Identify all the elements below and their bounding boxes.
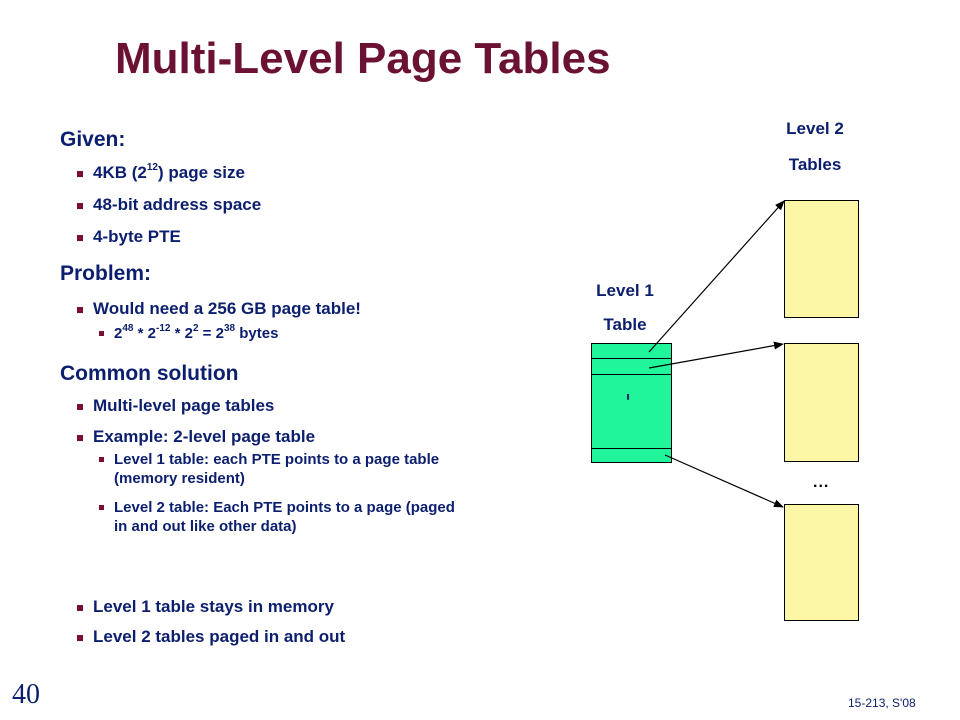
solution-level1-stays: Level 1 table stays in memory [77,597,334,616]
given-heading: Given: [60,128,126,151]
arrow-to-level2-table-2 [648,341,784,369]
given-item-address-space: 48-bit address space [76,195,262,214]
calc-exp-4: 38 [223,323,236,334]
slide-title: Multi-Level Page Tables [115,34,611,83]
problem-calculation: 248 * 2-12 * 22 = 238 bytes [98,323,279,343]
arrow-to-level2-table-1 [648,200,785,353]
level1-table-row-divider [592,448,671,449]
page-size-exponent: 12 [146,162,158,174]
level2-label-line-2: Tables [788,155,842,174]
level2-tables-ellipsis: ... [813,474,830,491]
level1-table-row-divider [592,358,671,359]
calc-term-1: * 2 [133,325,156,342]
solution-level2-item: Level 2 table: Each PTE points to a page… [99,498,455,536]
solution-multi-level: Multi-level page tables [76,396,275,415]
calc-exp-1: 48 [122,323,134,334]
calc-term-2: * 2 [170,325,193,342]
level2-table-1 [784,200,859,318]
calc-base: 2 [114,325,123,342]
solution-level2-paged: Level 2 tables paged in and out [76,627,346,646]
level1-line-1: Level 1 table: each PTE points to a page… [114,451,440,468]
level1-table-row-divider [592,374,671,375]
page-size-text: 4KB (2 [93,163,147,182]
given-item-pte-size: 4-byte PTE [77,227,181,246]
level2-label-line-1: Level 2 [786,119,844,138]
course-label: 15-213, S'08 [848,696,916,710]
level1-label-line-2: Table [603,315,647,334]
level1-label-line-1: Level 1 [596,281,654,300]
solution-example: Example: 2-level page table [76,427,316,446]
level2-table-3 [784,504,859,621]
calc-term-3: = 2 [198,325,224,342]
page-number: 40 [12,679,40,710]
level2-line-1: Level 2 table: Each PTE points to a page… [114,499,455,516]
calc-exp-2: -12 [155,323,171,334]
level1-table-ellipsis: ... [624,393,640,399]
calc-term-4: bytes [235,325,279,342]
level2-table-2 [784,343,859,462]
level1-table [591,343,672,463]
level2-line-2: in and out like other data) [114,518,297,535]
solution-heading: Common solution [60,362,239,385]
solution-level1-item: Level 1 table: each PTE points to a page… [98,450,440,488]
problem-heading: Problem: [60,262,152,285]
calc-exp-3: 2 [192,323,199,334]
problem-item: Would need a 256 GB page table! [77,299,361,318]
arrow-to-level2-table-3 [664,454,784,508]
level1-line-2: (memory resident) [114,470,245,487]
page-size-suffix: ) page size [157,163,245,182]
given-item-page-size: 4KB (212) page size [77,162,245,183]
